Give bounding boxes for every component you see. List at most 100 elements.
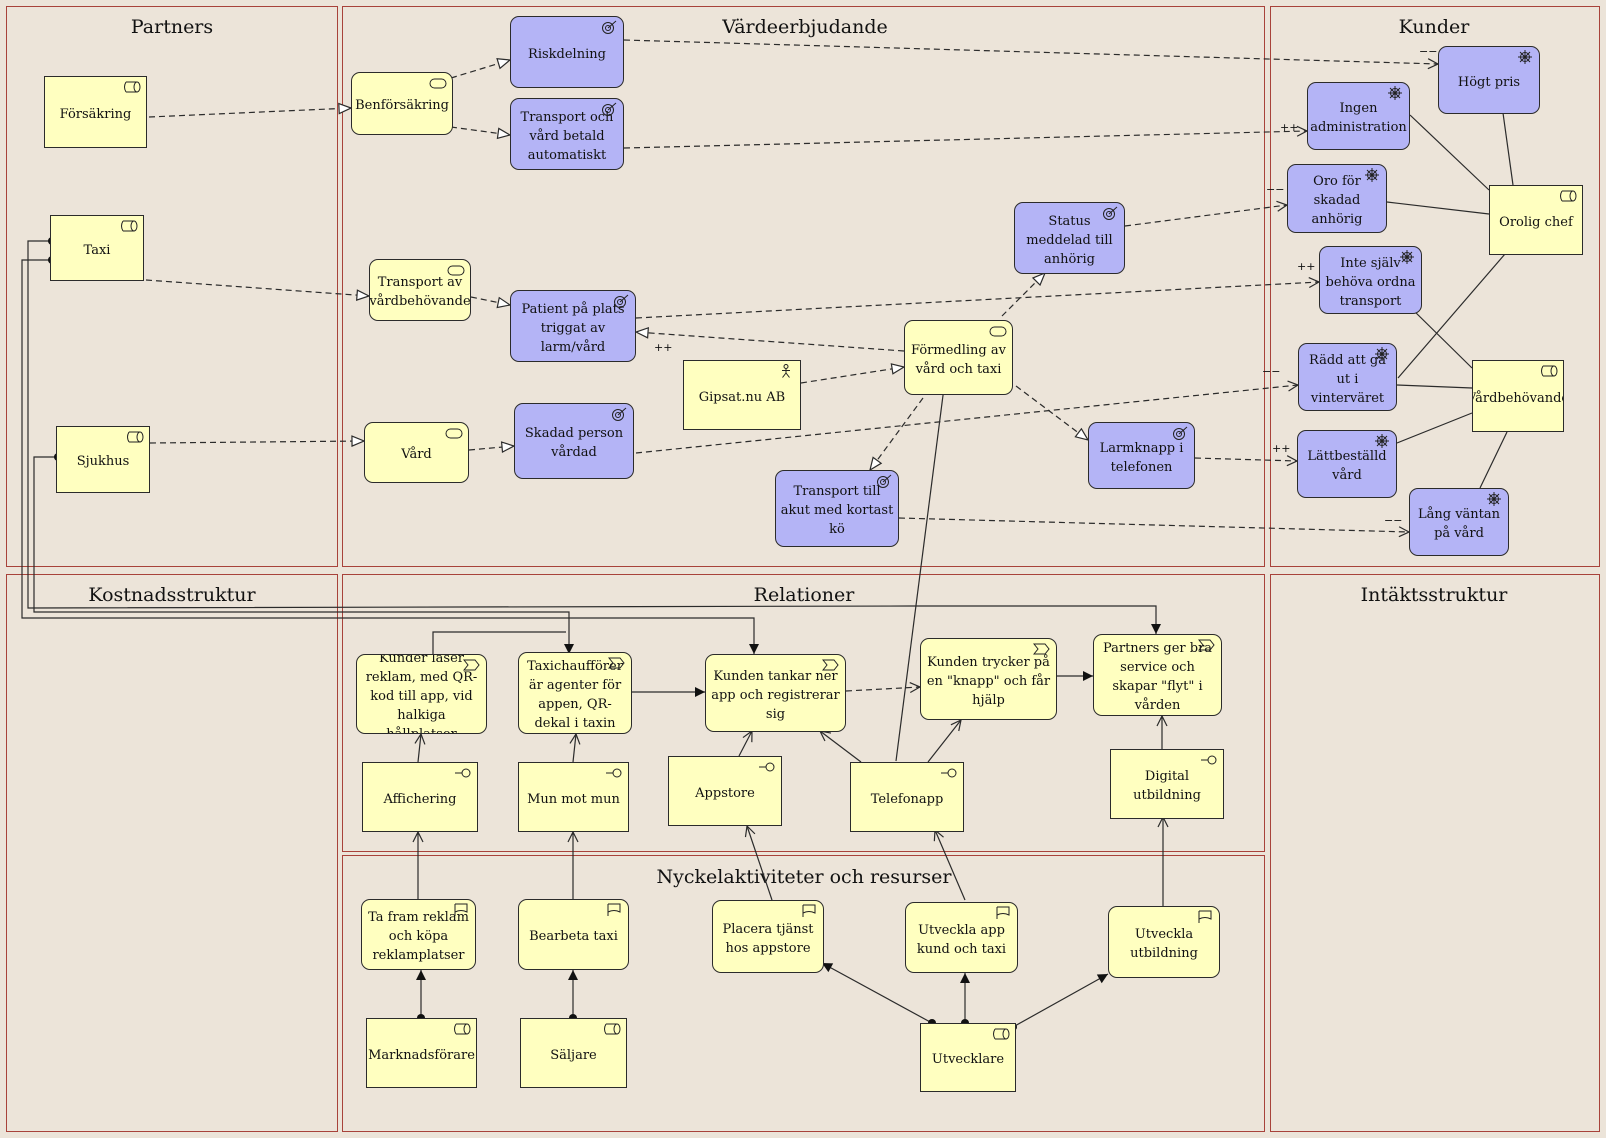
role-utvecklare[interactable]: Utvecklare <box>920 1023 1016 1092</box>
business-event-icon <box>463 659 480 671</box>
business-service-icon <box>429 78 447 89</box>
actor-taxi[interactable]: Taxi <box>50 215 144 281</box>
lane-title-value-proposition: Värdeerbjudande <box>722 16 888 38</box>
business-role-icon <box>454 1023 471 1035</box>
influence-mark-high-price: −− <box>1419 45 1437 58</box>
goal-status-meddelad[interactable]: Status meddelad till anhörig <box>1014 202 1125 274</box>
goal-transport-akut[interactable]: Transport till akut med kortast kö <box>775 470 899 547</box>
business-role-icon <box>1560 190 1577 202</box>
process-utveckla-utbildning[interactable]: Utveckla utbildning <box>1108 906 1220 978</box>
service-transport-vardbehovande[interactable]: Transport av vårdbehövande <box>369 259 471 321</box>
driver-icon <box>1487 492 1501 506</box>
interface-appstore[interactable]: Appstore <box>668 756 782 826</box>
driver-inte-sjalv[interactable]: Inte själv behöva ordna transport <box>1319 246 1422 314</box>
goal-riskdelning[interactable]: Riskdelning <box>510 16 624 88</box>
process-flag-icon <box>802 904 816 917</box>
lane-title-activities: Nyckelaktiviteter och resurser <box>656 866 952 888</box>
interface-icon <box>455 768 471 778</box>
goal-target-icon <box>1173 426 1188 440</box>
process-flag-icon <box>1198 910 1212 923</box>
business-role-icon <box>1541 365 1558 377</box>
business-role-icon <box>993 1028 1010 1040</box>
stakeholder-orolig-chef[interactable]: Orolig chef <box>1489 185 1583 255</box>
goal-patient-pa-plats[interactable]: Patient på plats triggat av larm/vård <box>510 290 636 362</box>
interface-digital-utbildning[interactable]: Digital utbildning <box>1110 749 1224 819</box>
event-kunden-trycker-knapp[interactable]: Kunden trycker på en "knapp" och får hjä… <box>920 638 1057 720</box>
goal-target-icon <box>1103 206 1118 220</box>
driver-icon <box>1400 250 1414 264</box>
actor-forsakring[interactable]: Försäkring <box>44 76 147 148</box>
influence-mark-worry: −− <box>1266 183 1284 196</box>
driver-lang-vantan[interactable]: Lång väntan på vård <box>1409 488 1509 556</box>
interface-icon <box>1201 755 1217 765</box>
interface-icon <box>606 768 622 778</box>
lane-customers <box>1270 6 1600 567</box>
process-ta-fram-reklam[interactable]: Ta fram reklam och köpa reklamplatser <box>361 899 476 970</box>
business-service-icon <box>445 428 463 439</box>
lane-title-partners: Partners <box>130 16 214 38</box>
event-taxichaufforer[interactable]: Taxichaufförer är agenter för appen, QR-… <box>518 652 632 734</box>
goal-target-icon <box>612 407 627 421</box>
process-utveckla-app[interactable]: Utveckla app kund och taxi <box>905 902 1018 973</box>
goal-target-icon <box>602 102 617 116</box>
goal-transport-betald[interactable]: Transport och vård betald automatiskt <box>510 98 624 170</box>
role-saljare[interactable]: Säljare <box>520 1018 627 1088</box>
interface-telefonapp[interactable]: Telefonapp <box>850 762 964 832</box>
service-formedling[interactable]: Förmedling av vård och taxi <box>904 320 1013 395</box>
business-role-icon <box>124 81 141 93</box>
goal-skadad-person[interactable]: Skadad person vårdad <box>514 403 634 479</box>
business-service-icon <box>447 265 465 276</box>
goal-target-icon <box>877 474 892 488</box>
business-service-icon <box>989 326 1007 337</box>
process-flag-icon <box>996 906 1010 919</box>
driver-radd-att-ga-ut[interactable]: Rädd att gå ut i vinterväret <box>1298 343 1397 411</box>
influence-mark-patient: ++ <box>654 341 672 354</box>
lane-title-revenue: Intäktsstruktur <box>1360 584 1508 606</box>
lane-title-customers: Kunder <box>1398 16 1470 38</box>
service-vard[interactable]: Vård <box>364 422 469 483</box>
influence-mark-long-wait: −− <box>1384 514 1402 527</box>
process-flag-icon <box>454 903 468 916</box>
goal-larmknapp[interactable]: Larmknapp i telefonen <box>1088 422 1195 489</box>
driver-icon <box>1375 434 1389 448</box>
interface-icon <box>941 768 957 778</box>
actor-gipsat[interactable]: Gipsat.nu AB <box>683 360 801 430</box>
lane-activities <box>342 855 1265 1132</box>
business-role-icon <box>121 220 138 232</box>
business-role-icon <box>604 1023 621 1035</box>
driver-icon <box>1388 86 1402 100</box>
driver-lattbestalld-vard[interactable]: Lättbeställd vård <box>1297 430 1397 498</box>
process-placera-tjanst[interactable]: Placera tjänst hos appstore <box>712 900 824 973</box>
driver-hogt-pris[interactable]: Högt pris <box>1438 46 1540 114</box>
driver-icon <box>1518 50 1532 64</box>
driver-ingen-administration[interactable]: Ingen administration <box>1307 82 1410 150</box>
event-partners-ger-service[interactable]: Partners ger bra service och skapar "fly… <box>1093 634 1222 716</box>
process-bearbeta-taxi[interactable]: Bearbeta taxi <box>518 899 629 970</box>
business-event-icon <box>1198 639 1215 651</box>
business-event-icon <box>822 659 839 671</box>
influence-mark-transport: ++ <box>1297 260 1315 273</box>
business-actor-icon <box>782 364 790 378</box>
goal-target-icon <box>614 294 629 308</box>
lane-revenue <box>1270 574 1600 1132</box>
stakeholder-vardbehovande[interactable]: Vårdbehövande <box>1472 360 1564 432</box>
event-kunden-tankar-ner-app[interactable]: Kunden tankar ner app och registrerar si… <box>705 654 846 732</box>
interface-affichering[interactable]: Affichering <box>362 762 478 832</box>
business-event-icon <box>608 657 625 669</box>
interface-mun-mot-mun[interactable]: Mun mot mun <box>518 762 629 832</box>
service-benforsakring[interactable]: Benförsäkring <box>351 72 453 135</box>
influence-mark-no-admin: ++ <box>1280 121 1298 134</box>
influence-mark-afraid: −− <box>1262 365 1280 378</box>
actor-sjukhus[interactable]: Sjukhus <box>56 426 150 493</box>
driver-oro-for-skadad[interactable]: Oro för skadad anhörig <box>1287 164 1387 233</box>
driver-icon <box>1365 168 1379 182</box>
interface-icon <box>759 762 775 772</box>
influence-mark-easy-care: ++ <box>1272 442 1290 455</box>
business-role-icon <box>127 431 144 443</box>
role-marknadsforare[interactable]: Marknadsförare <box>366 1018 477 1088</box>
business-event-icon <box>1033 643 1050 655</box>
event-kunder-laser-reklam[interactable]: Kunder läser reklam, med QR-kod till app… <box>356 654 487 734</box>
process-flag-icon <box>607 903 621 916</box>
